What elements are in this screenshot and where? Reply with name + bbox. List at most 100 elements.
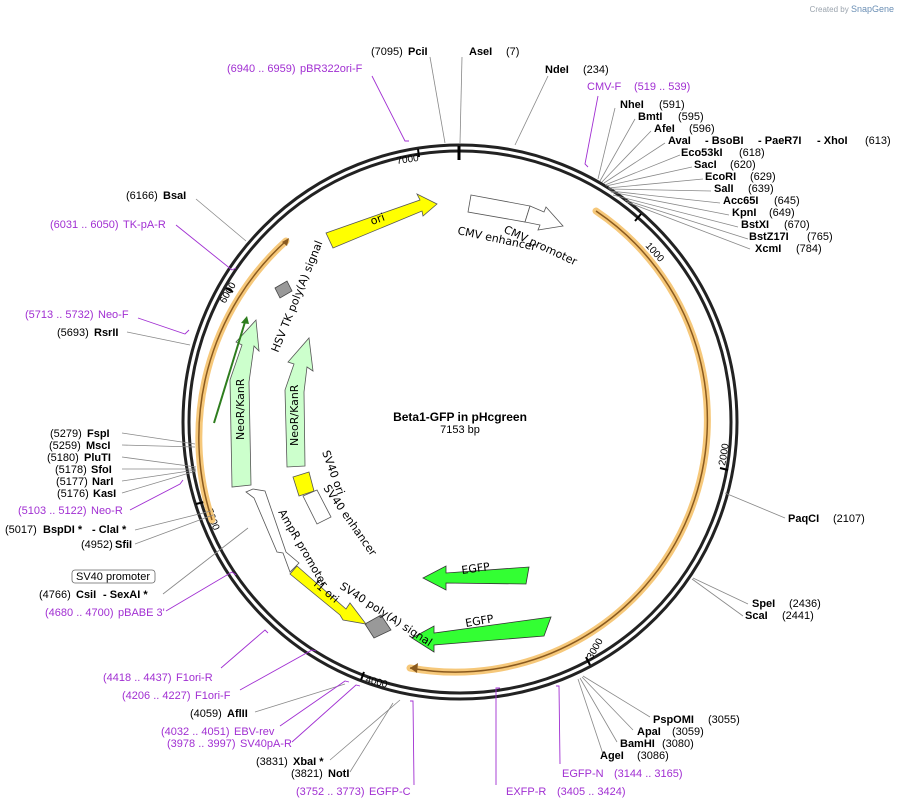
primer-range-neo-r: (5103 .. 5122) [18, 505, 87, 517]
primer-range-tk-pa-r: (6031 .. 6050) [50, 219, 119, 231]
primer-range-exfp-r: (3405 .. 3424) [557, 786, 626, 798]
enzyme-pos-apai: (3059) [672, 726, 704, 738]
hsv-tk-polya-label: HSV TK poly(A) signal [269, 239, 326, 354]
primer-leaders [129, 75, 599, 786]
enzyme-name-xbai: XbaI * [293, 756, 324, 768]
enzyme-name-nhei: NheI [620, 99, 644, 111]
enzyme-pos-spei: (2436) [789, 598, 821, 610]
feature-ori: ori [325, 193, 438, 249]
neor-inner-label: NeoR/KanR [288, 384, 301, 446]
enzyme-name-rsrii: RsrII [94, 327, 118, 339]
enzyme-pos-bsai: (6166) [126, 190, 158, 202]
tick-2000-mark [719, 467, 729, 471]
primer-name-ebv-rev: EBV-rev [234, 726, 275, 738]
enzyme-name-scai: ScaI [745, 610, 768, 622]
tick-4000-mark [360, 671, 365, 681]
enzyme-name-nari: NarI [92, 476, 113, 488]
enzyme-pos-asei: (7) [506, 46, 519, 58]
enzyme-pos-nhei: (591) [659, 99, 685, 111]
enzyme-pos-xcmi: (784) [796, 243, 822, 255]
enzyme-name-xhoi: - XhoI [817, 135, 848, 147]
feature-egfp-inner: EGFP [411, 612, 552, 653]
feature-hsv-tk-polya: HSV TK poly(A) signal [269, 239, 326, 354]
orf-arrow-main [409, 210, 709, 673]
enzyme-pos-afei: (596) [689, 123, 715, 135]
enzyme-pos-kpni: (649) [769, 207, 795, 219]
enzyme-pos-scai: (2441) [782, 610, 814, 622]
primer-name-egfp-c: EGFP-C [369, 786, 411, 798]
primer-name-neo-r: Neo-R [91, 505, 123, 517]
enzyme-pos-noti: (3821) [291, 768, 323, 780]
sv40-promoter-box: SV40 promoter [71, 569, 156, 584]
enzyme-pos-nari: (5177) [56, 476, 88, 488]
enzyme-name-bstz17i: BstZ17I [749, 231, 789, 243]
enzyme-name-apai: ApaI [637, 726, 661, 738]
enzyme-pos-saci: (620) [730, 159, 756, 171]
tick-5000-mark [195, 501, 205, 505]
enzyme-name-acc65i: Acc65I [723, 195, 758, 207]
primer-range-f1ori-f: (4206 .. 4227) [122, 690, 191, 702]
orf-arrowhead-left [282, 238, 289, 246]
enzyme-pos-ecori: (629) [750, 171, 776, 183]
primer-name-f1ori-r: F1ori-R [176, 672, 213, 684]
enzyme-pos-paqci: (2107) [833, 513, 865, 525]
enzyme-labels: (7095) PciI AseI (7) NdeI (234) NheI (59… [5, 46, 891, 780]
enzyme-name-bspdi: BspDI * [43, 524, 83, 536]
enzyme-name-paqci: PaqCI [788, 513, 819, 525]
enzyme-pos-acc65i: (645) [774, 195, 800, 207]
enzyme-name-eco53ki: Eco53kI [681, 147, 723, 159]
enzyme-name-sfii: SfiI [115, 539, 132, 551]
orf-arrow-left [198, 240, 287, 521]
neor-orf-line [213, 321, 246, 424]
enzyme-pos-xbai: (3831) [256, 756, 288, 768]
credit-prefix: Created by [809, 5, 849, 14]
enzyme-pos-ndei: (234) [583, 64, 609, 76]
enzyme-name-bsobi: - BsoBI [705, 135, 744, 147]
enzyme-pos-pspomi: (3055) [708, 714, 740, 726]
enzyme-name-ndei: NdeI [545, 64, 569, 76]
enzyme-name-sexai: - SexAI * [103, 589, 148, 601]
primer-name-tk-pa-r: TK-pA-R [123, 219, 166, 231]
primer-name-cmv-f: CMV-F [587, 81, 622, 93]
tick-3000-mark [585, 656, 591, 666]
enzyme-name-asei: AseI [469, 46, 492, 58]
enzyme-pos-aflii: (4059) [190, 708, 222, 720]
snapgene-logo: SnapGene [850, 4, 894, 14]
enzyme-name-bstxi: BstXI [741, 219, 769, 231]
enzyme-pos-msci: (5259) [49, 440, 81, 452]
enzyme-pos-xhoi: (613) [865, 135, 891, 147]
enzyme-pos-agei: (3086) [637, 750, 669, 762]
enzyme-leaders [121, 56, 786, 773]
enzyme-pos-sali: (639) [748, 183, 774, 195]
plasmid-size: 7153 bp [440, 424, 480, 436]
egfp-outer-label: EGFP [461, 560, 491, 577]
primer-name-pbabe3: pBABE 3' [118, 607, 165, 619]
enzyme-pos-bspdi: (5017) [5, 524, 37, 536]
enzyme-name-psp0mi: PspOMI [653, 714, 694, 726]
enzyme-pos-pluti: (5180) [47, 452, 79, 464]
enzyme-pos-bstxi: (670) [784, 219, 810, 231]
enzyme-name-pcii: PciI [408, 46, 428, 58]
enzyme-name-afei: AfeI [654, 123, 675, 135]
feature-egfp-outer: EGFP [422, 560, 530, 591]
primer-range-f1ori-r: (4418 .. 4437) [103, 672, 172, 684]
enzyme-pos-csii: (4766) [39, 589, 71, 601]
enzyme-name-avai: AvaI [668, 135, 691, 147]
enzyme-pos-fspi: (5279) [50, 428, 82, 440]
enzyme-name-aflii: AflII [227, 708, 248, 720]
primer-range-egfp-n: (3144 .. 3165) [614, 768, 683, 780]
backbone-outer [181, 143, 739, 701]
enzyme-name-csii: CsiI [76, 589, 96, 601]
egfp-inner-label: EGFP [464, 612, 495, 630]
enzyme-name-kasi: KasI [93, 488, 116, 500]
orf-arrowhead-main [410, 663, 418, 673]
tick-7000-mark [417, 148, 420, 158]
enzyme-pos-rsrii: (5693) [57, 327, 89, 339]
plasmid-title: Beta1-GFP in pHcgreen [393, 410, 527, 424]
primer-labels: (6940 .. 6959) pBR322ori-F CMV-F (519 ..… [18, 63, 690, 798]
enzyme-name-pluti: PluTI [84, 452, 111, 464]
enzyme-name-bsai: BsaI [163, 190, 186, 202]
enzyme-name-msci: MscI [86, 440, 110, 452]
feature-neor-inner: NeoR/KanR [284, 337, 314, 468]
